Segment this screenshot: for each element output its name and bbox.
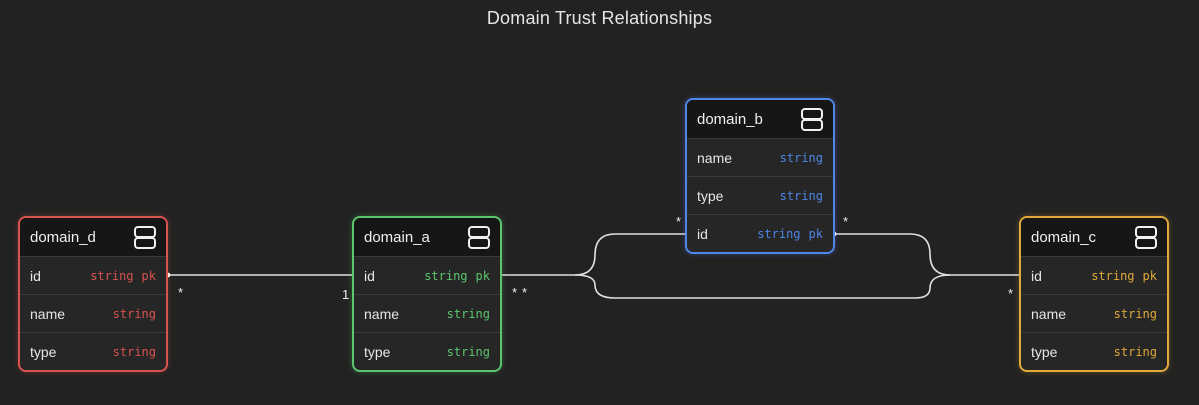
field-row[interactable]: id string pk xyxy=(1021,256,1167,294)
field-row[interactable]: name string xyxy=(687,138,833,176)
field-row[interactable]: type string xyxy=(1021,332,1167,370)
cardinality-label: 1 xyxy=(342,287,350,302)
cardinality-label: * xyxy=(522,285,528,300)
field-name: name xyxy=(30,305,66,322)
field-key: pk xyxy=(141,268,156,283)
entity-domain-a[interactable]: domain_a id string pk name string type st… xyxy=(352,216,502,372)
cardinality-label: * xyxy=(843,214,849,229)
entity-name: domain_c xyxy=(1031,228,1097,246)
entity-domain-b[interactable]: domain_b name string type string id stri… xyxy=(685,98,835,254)
field-type: string xyxy=(112,306,156,321)
field-type: string xyxy=(757,226,801,241)
field-type: string xyxy=(446,344,490,359)
cardinality-label: * xyxy=(676,214,682,229)
field-key: pk xyxy=(475,268,490,283)
field-type: string xyxy=(424,268,468,283)
field-name: type xyxy=(697,187,724,204)
field-type: string xyxy=(112,344,156,359)
cardinality-label: * xyxy=(178,285,184,300)
field-key: pk xyxy=(808,226,823,241)
field-name: type xyxy=(364,343,391,360)
field-type: string xyxy=(446,306,490,321)
field-name: id xyxy=(30,267,41,284)
field-row[interactable]: type string xyxy=(354,332,500,370)
entity-name: domain_d xyxy=(30,228,96,246)
field-row[interactable]: type string xyxy=(687,176,833,214)
field-name: name xyxy=(697,149,733,166)
field-row[interactable]: id string pk xyxy=(354,256,500,294)
entity-header[interactable]: domain_d xyxy=(20,218,166,256)
field-key: pk xyxy=(1142,268,1157,283)
database-icon xyxy=(468,225,490,249)
field-name: type xyxy=(1031,343,1058,360)
field-row[interactable]: type string xyxy=(20,332,166,370)
entity-name: domain_a xyxy=(364,228,430,246)
field-name: name xyxy=(1031,305,1067,322)
field-type: string xyxy=(1113,306,1157,321)
field-type: string xyxy=(1091,268,1135,283)
entity-name: domain_b xyxy=(697,110,763,128)
entity-domain-d[interactable]: domain_d id string pk name string type st… xyxy=(18,216,168,372)
field-type: string xyxy=(1113,344,1157,359)
entity-header[interactable]: domain_a xyxy=(354,218,500,256)
field-row[interactable]: id string pk xyxy=(687,214,833,252)
cardinality-label: * xyxy=(1008,286,1014,301)
field-name: id xyxy=(697,225,708,242)
field-type: string xyxy=(779,150,823,165)
edge-domain-b-domain-c xyxy=(834,233,951,276)
database-icon xyxy=(1135,225,1157,249)
entity-domain-c[interactable]: domain_c id string pk name string type st… xyxy=(1019,216,1169,372)
field-row[interactable]: name string xyxy=(354,294,500,332)
field-row[interactable]: name string xyxy=(1021,294,1167,332)
field-name: type xyxy=(30,343,57,360)
diagram-title: Domain Trust Relationships xyxy=(486,8,713,28)
field-name: name xyxy=(364,305,400,322)
field-name: id xyxy=(1031,267,1042,284)
database-icon xyxy=(801,107,823,131)
database-icon xyxy=(134,225,156,249)
field-type: string xyxy=(779,188,823,203)
edge-domain-a-domain-b xyxy=(499,233,688,276)
field-type: string xyxy=(90,268,134,283)
entity-header[interactable]: domain_c xyxy=(1021,218,1167,256)
edge-domain-a-domain-c xyxy=(574,274,1022,299)
field-name: id xyxy=(364,267,375,284)
field-row[interactable]: name string xyxy=(20,294,166,332)
entity-header[interactable]: domain_b xyxy=(687,100,833,138)
cardinality-label: * xyxy=(512,285,518,300)
field-row[interactable]: id string pk xyxy=(20,256,166,294)
